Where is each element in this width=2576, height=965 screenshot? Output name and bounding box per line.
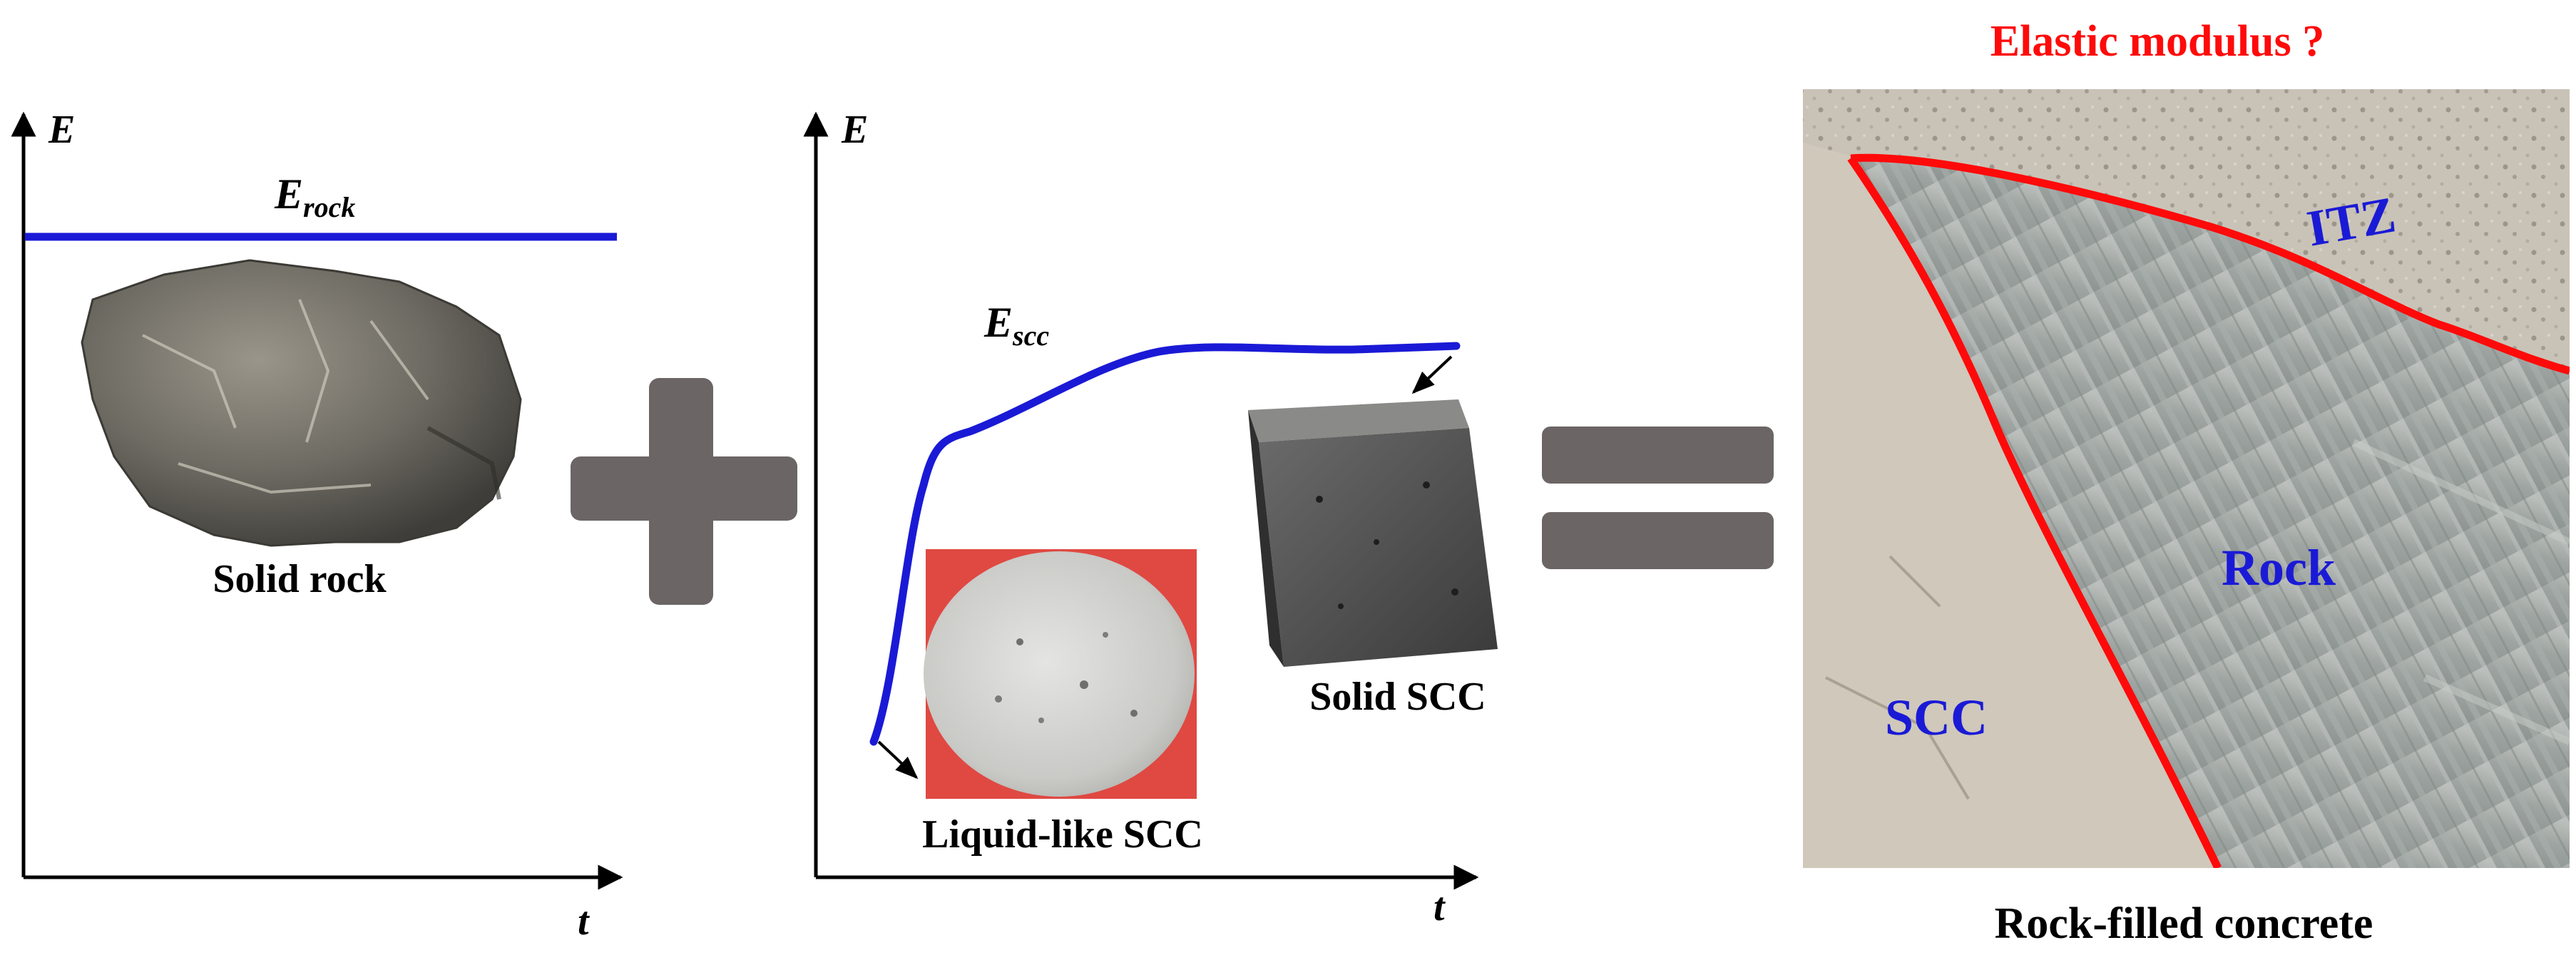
pointer-arrow-liquid	[877, 740, 919, 780]
x-axis-label: t	[1433, 885, 1446, 929]
e-rock-label: Erock	[274, 170, 355, 223]
plus-icon	[571, 378, 797, 605]
scc-label: SCC	[1885, 689, 1988, 746]
e-scc-label-main: E	[983, 299, 1013, 346]
solid-rock-caption: Solid rock	[213, 557, 387, 601]
solid-scc-image	[1248, 399, 1498, 667]
pointer-arrow-solid	[1411, 355, 1453, 394]
x-axis-label: t	[578, 899, 590, 944]
e-rock-label-main: E	[274, 170, 303, 218]
solid-scc-caption: Solid SCC	[1309, 675, 1486, 719]
rock-filled-concrete-photo	[1803, 89, 2570, 868]
panel-composite: Elastic modulus ? ITZ Rock SCC Rock-fill…	[1803, 17, 2570, 948]
e-scc-label-sub: scc	[1012, 320, 1049, 352]
rock-label: Rock	[2222, 539, 2336, 596]
equals-icon	[1542, 427, 1774, 569]
y-axis-label: E	[841, 108, 868, 152]
y-axis-label: E	[48, 108, 75, 152]
e-scc-label: Escc	[983, 299, 1049, 352]
liquid-scc-image	[924, 549, 1197, 799]
liquid-scc-caption: Liquid-like SCC	[922, 812, 1203, 857]
itz-boundary-line	[1847, 153, 2570, 868]
elastic-modulus-title: Elastic modulus ?	[1990, 17, 2325, 66]
panel-rock: E t Erock Solid rock	[11, 108, 623, 944]
e-rock-label-sub: rock	[303, 191, 355, 223]
panel-scc: E t Escc Liquid-like SCC	[803, 108, 1498, 929]
rock-filled-concrete-caption: Rock-filled concrete	[1995, 899, 2373, 948]
e-scc-curve	[869, 342, 1461, 746]
solid-rock-image	[81, 259, 522, 547]
